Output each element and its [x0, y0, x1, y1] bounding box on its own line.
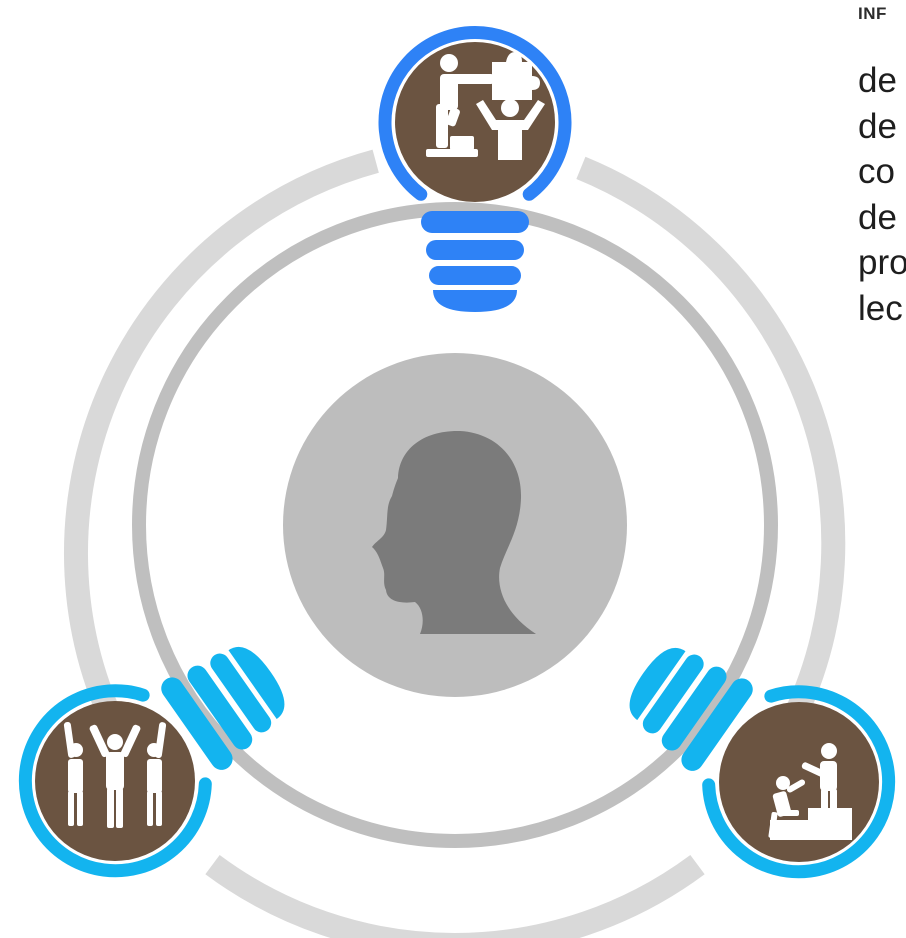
outer-ring [63, 149, 846, 938]
inner-ring [132, 202, 778, 848]
bulb-base-bottom-left [161, 646, 285, 770]
info-text-line: de [858, 197, 897, 237]
info-text-line: pro [858, 243, 906, 282]
bulb-stripe [161, 677, 233, 770]
bulb-stripe [421, 211, 529, 233]
bulb-ring-bottom-right [702, 685, 896, 879]
info-text-line: de [858, 61, 897, 100]
info-text-block: de de co de pro lec [858, 58, 906, 331]
bulb-cap [629, 647, 686, 721]
info-text-line: co [858, 152, 895, 191]
info-text-line: de [858, 106, 897, 146]
node-bottom-left [18, 646, 285, 878]
bulb-cap [228, 646, 285, 720]
bulb-stripe [642, 654, 704, 734]
bulb-stripe [210, 653, 272, 733]
info-heading: INF [858, 4, 887, 23]
bulb-cap [433, 290, 517, 312]
bulb-base-bottom-right [629, 647, 753, 771]
helping-hand-climb-icon [768, 743, 852, 840]
team-high-five-icon [63, 722, 167, 828]
outer-ring-arc-left [63, 149, 379, 722]
node-bottom-right [629, 647, 896, 879]
bulb-stripe [187, 665, 253, 750]
outer-ring-arc-right [576, 156, 846, 721]
bulb-ring-top [378, 26, 572, 201]
bulb-base-top [421, 211, 529, 312]
bulb-ring-bottom-left [18, 684, 212, 878]
info-text-line: lec [858, 288, 903, 328]
bulb-stripe [681, 678, 753, 771]
bulb-stripe [426, 240, 524, 260]
node-top [378, 26, 572, 312]
outer-ring-arc-bottom [205, 854, 705, 938]
head-profile-icon [372, 430, 536, 634]
center-hub [283, 353, 627, 697]
puzzle-assembly-icon [426, 52, 545, 160]
bulb-stripe [661, 666, 727, 751]
bulb-stripe [429, 266, 521, 285]
